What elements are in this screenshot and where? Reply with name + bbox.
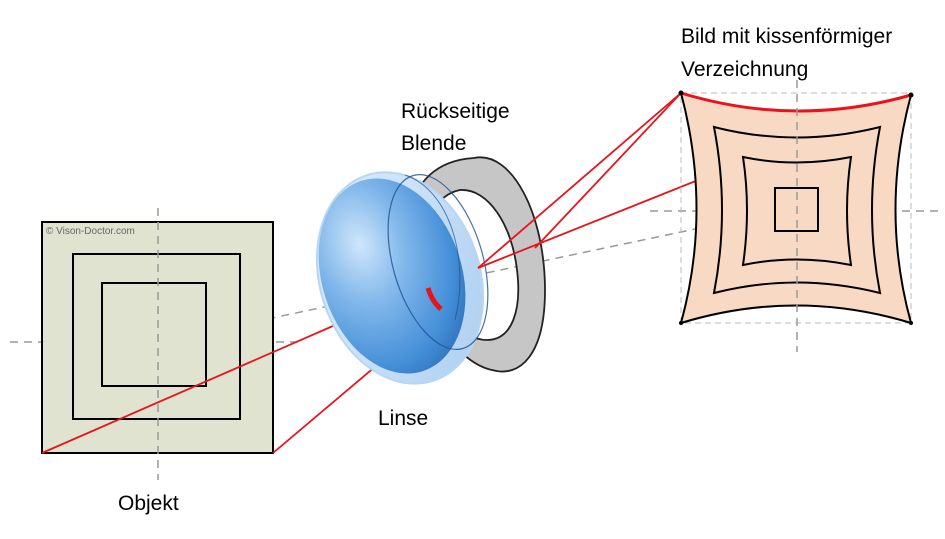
image-corner-tr [908, 92, 914, 98]
aperture-label-line2: Blende [401, 132, 466, 155]
image-top-edge-highlight [680, 91, 912, 113]
image-middle-pincushion [712, 125, 882, 295]
ray-lower-1 [41, 311, 366, 454]
image-center-square [774, 187, 819, 232]
image-reference-frame [680, 92, 912, 324]
ray-upper-3 [534, 92, 682, 249]
object-label: Objekt [118, 492, 179, 515]
object-square-inner [101, 282, 207, 387]
object-panel: © Vison-Doctor.com [41, 208, 274, 480]
lens-inner-curve [404, 174, 461, 321]
object-square-outer [72, 253, 241, 420]
lens-icon [315, 171, 489, 385]
lens-back-edge [387, 174, 489, 350]
aperture-label-line1: Rückseitige [401, 100, 510, 123]
image-corner-bl [679, 321, 683, 325]
copyright-text: © Vison-Doctor.com [46, 226, 135, 237]
image-panel [678, 80, 914, 352]
image-corner-br [909, 321, 913, 325]
lens-label: Linse [378, 407, 428, 430]
image-title-line2: Verzeichnung [681, 58, 808, 81]
lens-body [318, 178, 466, 374]
image-inner-pincushion [741, 155, 853, 267]
aperture-stop-marker [425, 287, 443, 311]
ray-upper-1 [477, 92, 682, 269]
image-corner-tl [678, 90, 684, 96]
image-title-line1: Bild mit kissenförmiger [681, 25, 892, 48]
